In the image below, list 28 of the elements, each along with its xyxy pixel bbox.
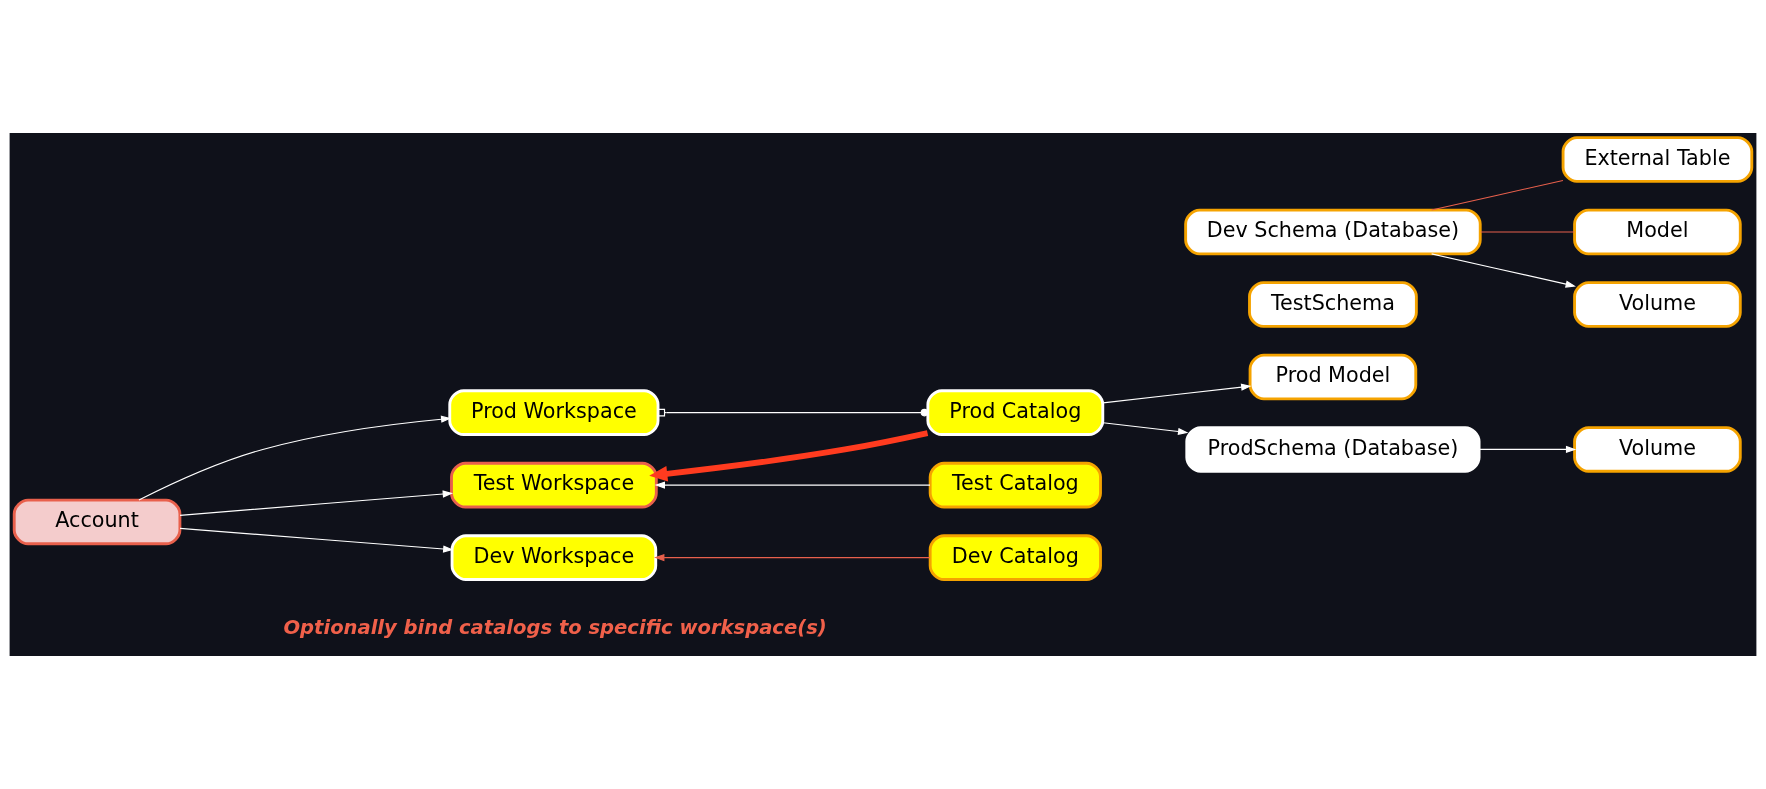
node-box: Dev Workspace (450, 534, 658, 581)
node-box: Dev Schema (Database) (1184, 208, 1482, 256)
arrow (1478, 445, 1577, 454)
arrow (1102, 422, 1189, 436)
node-box: External Table (1561, 136, 1754, 183)
node-box: Prod Workspace (448, 389, 660, 436)
arrow (138, 415, 452, 501)
node-box: TestSchema (1248, 281, 1418, 328)
node-box: Model (1573, 208, 1742, 256)
node-box: ProdSchema (Database) (1185, 426, 1481, 473)
arrow (654, 553, 931, 562)
arrow (1102, 383, 1252, 404)
arrow (654, 481, 931, 489)
arrow (1431, 253, 1576, 288)
arrow (179, 527, 454, 553)
arrow (179, 490, 454, 516)
node-box: Volume (1573, 426, 1742, 473)
arrow (649, 430, 929, 482)
node-box: Dev Catalog (928, 534, 1102, 581)
node-box: Test Workspace (450, 461, 658, 509)
node-box: Account (12, 498, 182, 546)
connector (1431, 179, 1564, 211)
node-box: Test Catalog (928, 461, 1102, 509)
label: Optionally bind catalogs to specific workspace(s) (283, 615, 827, 639)
connector (1480, 231, 1576, 233)
node-box: Prod Catalog (926, 389, 1105, 436)
node-box: Volume (1573, 281, 1742, 328)
node-box: Prod Model (1248, 353, 1418, 401)
